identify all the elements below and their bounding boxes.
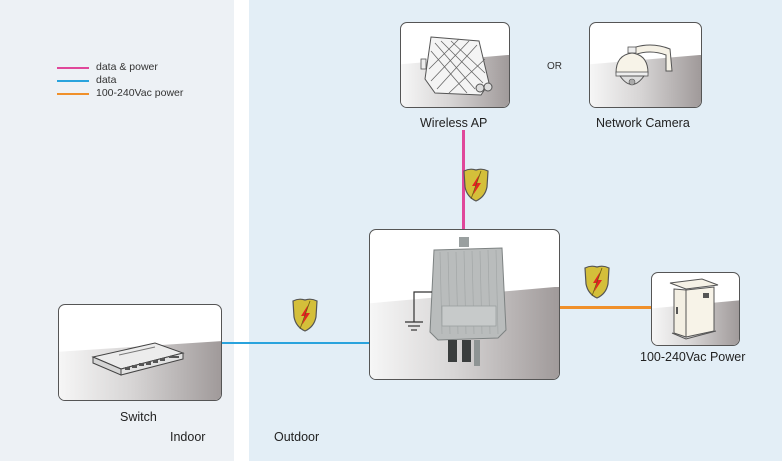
or-text: OR (547, 61, 562, 72)
dome-camera-icon (615, 44, 673, 86)
legend-item-ac-power: 100-240Vac power (57, 87, 183, 100)
network-camera-card (589, 22, 702, 108)
legend-swatch (57, 79, 89, 82)
wire-ac-power (559, 306, 652, 309)
legend-label: 100-240Vac power (96, 87, 184, 99)
legend-item-data: data (57, 74, 183, 87)
network-camera-label: Network Camera (596, 116, 690, 130)
enclosure-card (369, 229, 560, 380)
power-cabinet-card (651, 272, 740, 346)
network-switch-icon (91, 342, 185, 376)
wireless-ap-icon (420, 36, 493, 96)
surge-protector-icon (463, 168, 489, 202)
legend: data & power data 100-240Vac power (57, 61, 183, 100)
legend-label: data (96, 74, 117, 86)
switch-card (58, 304, 222, 401)
surge-protector-icon (292, 298, 318, 332)
outdoor-poe-enclosure-icon (405, 237, 507, 366)
legend-item-data-power: data & power (57, 61, 183, 74)
wireless-ap-label: Wireless AP (420, 116, 488, 130)
legend-swatch (57, 92, 89, 95)
surge-protector-icon (584, 265, 610, 299)
wire-data (221, 342, 370, 344)
legend-label: data & power (96, 61, 158, 73)
legend-swatch (57, 66, 89, 69)
wire-data-power (462, 130, 465, 230)
switch-label: Switch (120, 410, 157, 424)
wireless-ap-card (400, 22, 510, 108)
indoor-label: Indoor (170, 430, 206, 444)
power-cabinet-icon (669, 278, 719, 340)
power-cabinet-label: 100-240Vac Power (640, 350, 746, 364)
outdoor-label: Outdoor (274, 430, 320, 444)
